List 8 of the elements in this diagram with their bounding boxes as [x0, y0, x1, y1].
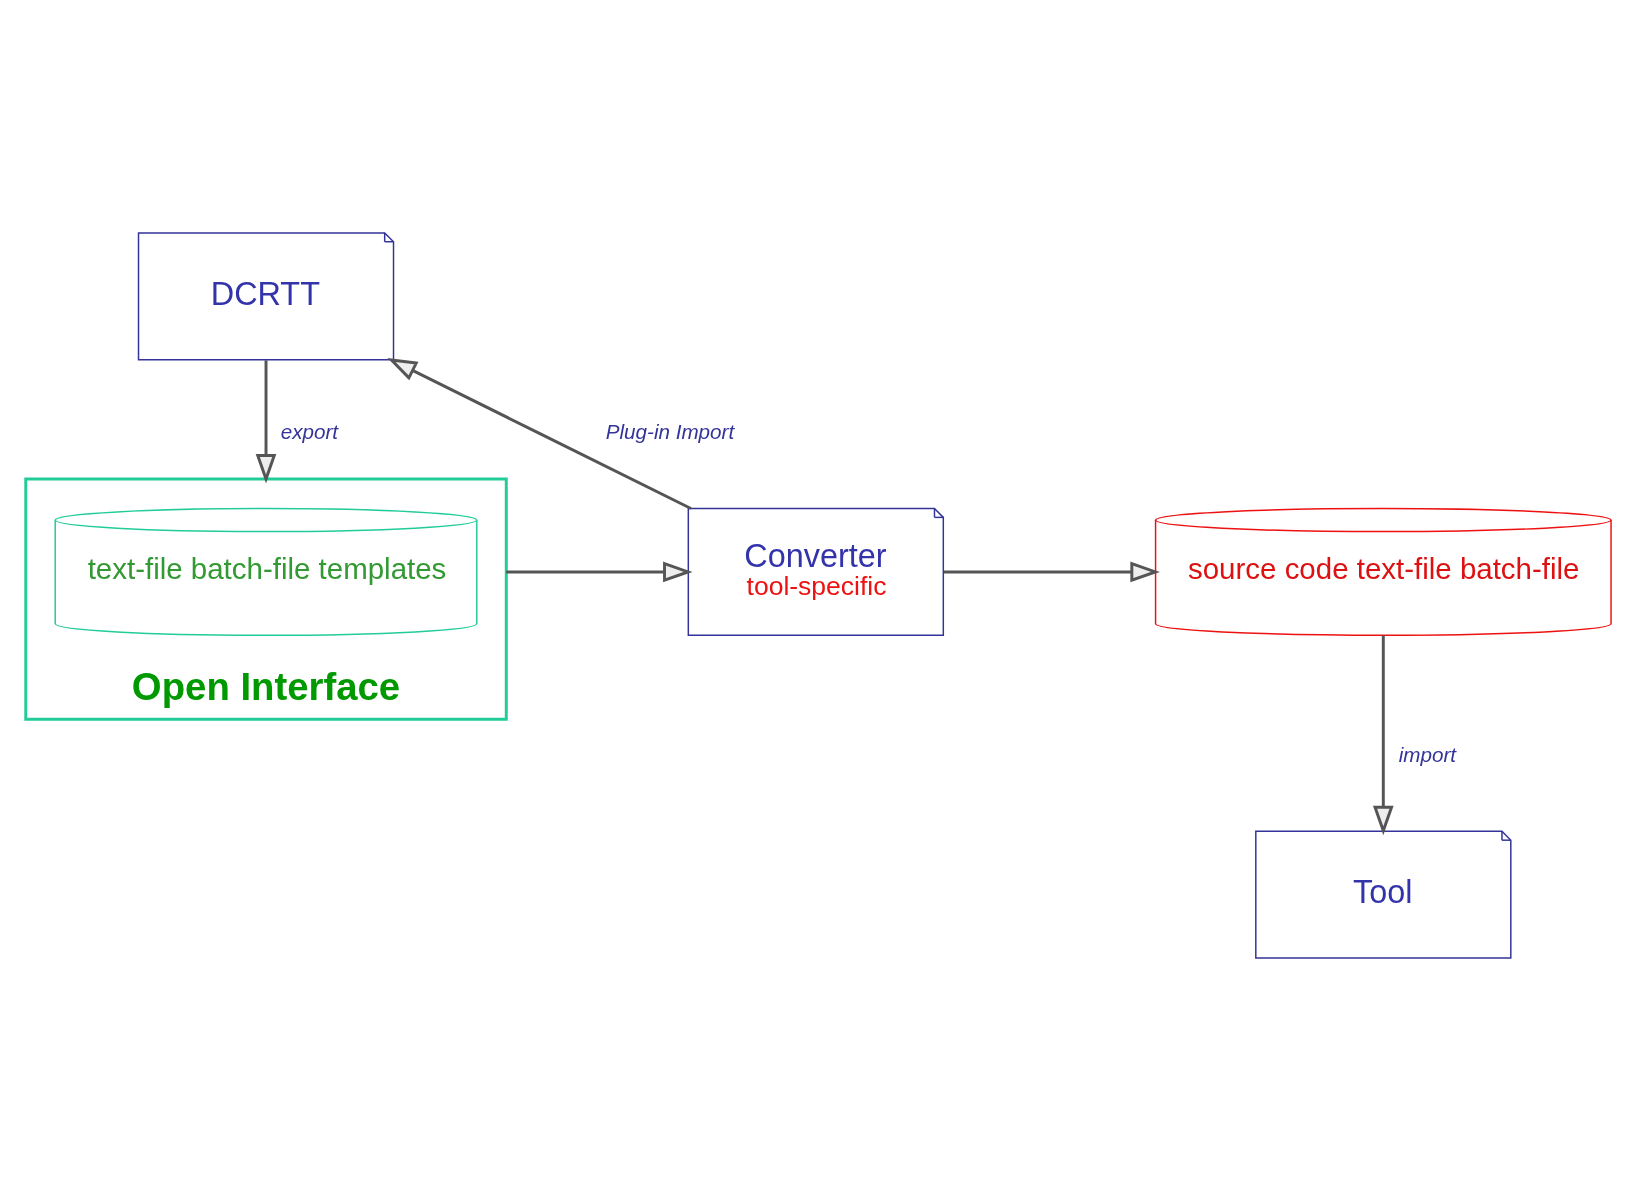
arrow: [943, 561, 1160, 582]
edge-label: Plug-in Import: [605, 419, 735, 443]
edge-label: import: [1398, 742, 1457, 766]
arrow: [506, 561, 693, 582]
arrow: [1372, 634, 1394, 835]
arrow: [387, 357, 692, 510]
arrow: [255, 359, 277, 483]
edge-label: export: [280, 419, 339, 443]
